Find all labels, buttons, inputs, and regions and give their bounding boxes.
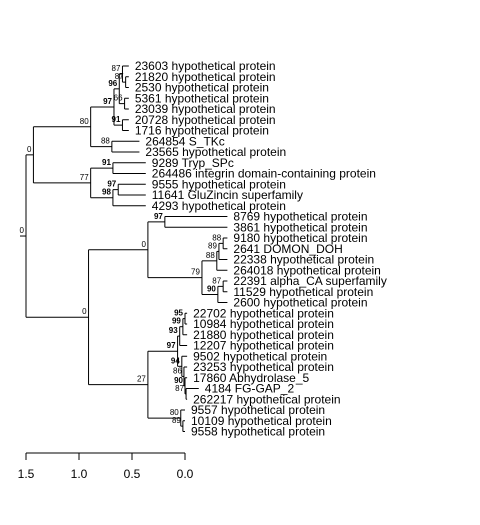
support-value: 0 [20, 226, 25, 235]
support-value: 88 [206, 251, 215, 260]
support-value: 0 [27, 145, 32, 154]
support-value: 99 [172, 317, 181, 326]
leaf-label: 264486 integrin domain-containing protei… [152, 167, 376, 181]
support-value: 87 [212, 276, 221, 285]
leaf-label: 12207 hypothetical protein [193, 339, 334, 353]
leaf-label: 2530 hypothetical protein [135, 81, 269, 95]
axis-tick-label: 0.0 [177, 467, 194, 481]
support-value: 90 [207, 284, 216, 293]
support-value: 0 [82, 307, 87, 316]
leaf-label: 9555 hypothetical protein [152, 177, 286, 191]
support-value: 79 [191, 268, 200, 277]
axis-tick-label: 0.5 [124, 467, 141, 481]
support-value: 93 [169, 326, 178, 335]
leaf-label: 21820 hypothetical protein [135, 70, 276, 84]
support-value: 66 [114, 94, 123, 103]
leaf-label: 20728 hypothetical protein [135, 113, 276, 127]
support-value: 87 [175, 384, 184, 393]
support-value: 89 [172, 416, 181, 425]
leaf-label: 2600 hypothetical protein [233, 296, 367, 310]
support-value: 88 [101, 137, 110, 146]
axis-tick-label: 1.5 [18, 467, 35, 481]
support-value: 80 [170, 408, 179, 417]
leaf-label: 23039 hypothetical protein [135, 102, 276, 116]
support-value: 91 [102, 158, 111, 167]
support-value: 90 [174, 376, 183, 385]
support-value: 97 [167, 341, 176, 350]
support-value: 87 [112, 64, 121, 73]
axis-tick-label: 1.0 [71, 467, 88, 481]
leaf-label: 264854 S_TKc [145, 134, 224, 148]
support-values: 0080979687876691887791989700977988898890… [20, 64, 222, 425]
support-value: 89 [208, 241, 217, 250]
leaf-label: 5361 hypothetical protein [135, 91, 269, 105]
scale-axis: 1.5 1.0 0.5 0.0 [18, 452, 194, 481]
leaf-label: 22702 hypothetical protein [193, 306, 334, 320]
support-value: 27 [137, 375, 146, 384]
leaf-label: 9180 hypothetical protein [233, 231, 367, 245]
support-value: 77 [80, 173, 89, 182]
leaf-label: 23565 hypothetical protein [145, 145, 286, 159]
leaf-label: 10109 hypothetical protein [191, 414, 332, 428]
support-value: 98 [102, 188, 111, 197]
leaf-label: 21880 hypothetical protein [193, 328, 334, 342]
support-value: 91 [112, 115, 121, 124]
leaf-label: 3861 hypothetical protein [233, 220, 367, 234]
leaf-label: 10984 hypothetical protein [193, 317, 334, 331]
support-value: 96 [108, 79, 117, 88]
support-value: 97 [154, 212, 163, 221]
leaf-label: 1716 hypothetical protein [135, 124, 269, 138]
support-value: 87 [115, 72, 124, 81]
leaf-label: 23603 hypothetical protein [135, 59, 276, 73]
leaf-label: 2641 DOMON_DOH [233, 242, 342, 256]
leaf-label: 23253 hypothetical protein [193, 360, 334, 374]
leaf-label: 8769 hypothetical protein [233, 210, 367, 224]
support-value: 97 [107, 180, 116, 189]
leaf-label: 264018 hypothetical protein [233, 263, 380, 277]
leaf-label: 22338 hypothetical protein [233, 253, 374, 267]
leaf-label: 9502 hypothetical protein [193, 349, 327, 363]
leaf-label: 4184 FG-GAP_2 [205, 382, 295, 396]
leaf-label: 17860 Abhydrolase_5 [193, 371, 309, 385]
support-value: 86 [173, 366, 182, 375]
leaf-label: 262217 hypothetical protein [193, 392, 340, 406]
leaf-label: 4293 hypothetical protein [152, 199, 286, 213]
support-value: 97 [103, 97, 112, 106]
leaf-label: 9289 Tryp_SPc [152, 156, 234, 170]
support-value: 80 [80, 117, 89, 126]
support-value: 88 [212, 233, 221, 242]
leaf-label: 11529 hypothetical protein [233, 285, 373, 299]
leaf-label: 9557 hypothetical protein [191, 403, 325, 417]
tree-branches [20, 65, 228, 432]
leaf-label: 11641 GluZincin superfamily [152, 188, 303, 202]
leaf-label: 9558 hypothetical protein [191, 425, 325, 439]
support-value: 95 [174, 309, 183, 318]
leaf-label: 22391 alpha_CA superfamily [233, 274, 386, 288]
support-value: 94 [171, 356, 180, 365]
support-value: 0 [141, 240, 146, 249]
